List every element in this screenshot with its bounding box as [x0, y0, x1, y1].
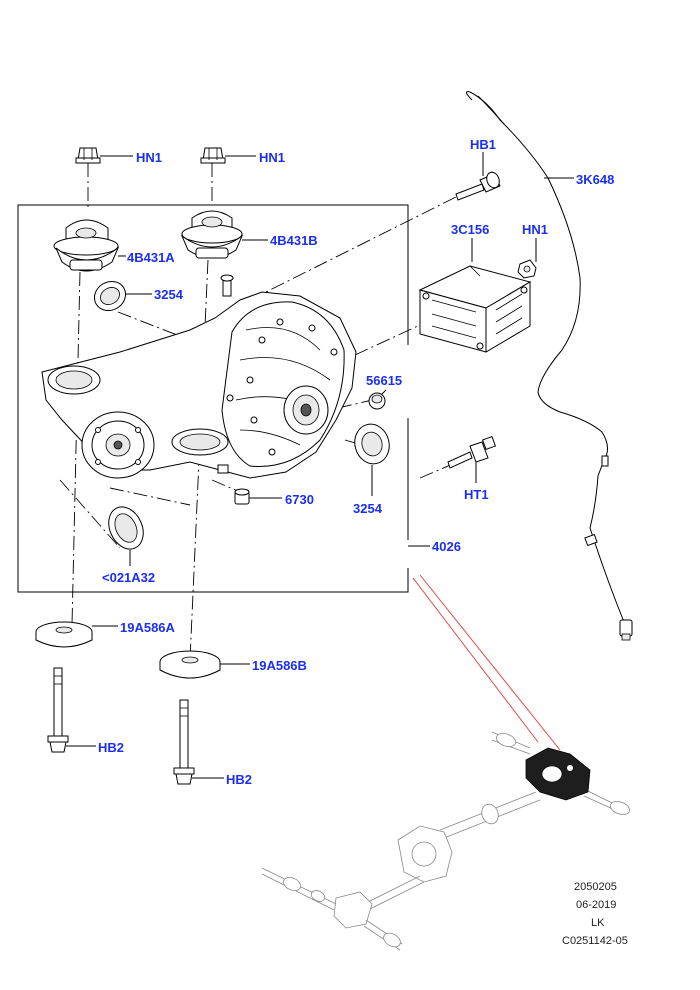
label-4b431b: 4B431B — [270, 233, 318, 248]
bolt-hb2-left — [47, 667, 69, 753]
bolt-hb1 — [455, 171, 501, 201]
label-hn1-right: HN1 — [522, 222, 548, 237]
label-56615: 56615 — [366, 373, 402, 388]
label-021a32: <021A32 — [102, 570, 155, 585]
mount-bush-4b431a — [53, 219, 120, 272]
label-3254-right: 3254 — [353, 501, 383, 516]
callout-line — [412, 577, 539, 743]
label-3k648: 3K648 — [576, 172, 614, 187]
callout-line — [419, 574, 561, 751]
stud-ht1 — [447, 435, 497, 469]
label-hb2-left: HB2 — [98, 740, 124, 755]
nut-hn1-left — [75, 147, 101, 164]
label-3254-left: 3254 — [154, 287, 184, 302]
oil-seal-3254-left — [93, 280, 127, 312]
footer-code-1: 2050205 — [574, 881, 617, 893]
label-19a586a: 19A586A — [120, 620, 176, 635]
footer-model: LK — [591, 917, 605, 929]
label-ht1: HT1 — [464, 487, 489, 502]
mount-plate-19a586a — [35, 621, 93, 648]
assembly-frame — [30, 204, 409, 345]
plug-56615 — [368, 392, 386, 410]
label-4026: 4026 — [432, 539, 461, 554]
bolt-hb2-right — [173, 699, 195, 785]
mount-bush-4b431b — [180, 210, 244, 259]
nut-hn1-right — [517, 259, 537, 279]
label-hn1-left: HN1 — [136, 150, 162, 165]
label-6730: 6730 — [285, 492, 314, 507]
label-19a586b: 19A586B — [252, 658, 307, 673]
label-hb1: HB1 — [470, 137, 496, 152]
label-3c156: 3C156 — [451, 222, 489, 237]
oil-seal-021a32 — [108, 506, 144, 550]
mount-plate-19a586b — [159, 650, 221, 679]
control-module-3c156 — [418, 265, 532, 353]
differential-housing — [41, 274, 357, 479]
footer-reference: C0251142-05 — [562, 935, 628, 947]
plug-6730 — [234, 488, 250, 505]
label-4b431a: 4B431A — [127, 250, 175, 265]
nut-hn1-center — [200, 147, 226, 164]
footer-date: 06-2019 — [576, 899, 616, 911]
sensor-harness-3k648 — [466, 91, 633, 641]
label-hb2-right: HB2 — [226, 772, 252, 787]
oil-seal-3254-right — [354, 423, 390, 465]
label-hn1-center: HN1 — [259, 150, 285, 165]
driveline-location-view — [261, 731, 631, 951]
